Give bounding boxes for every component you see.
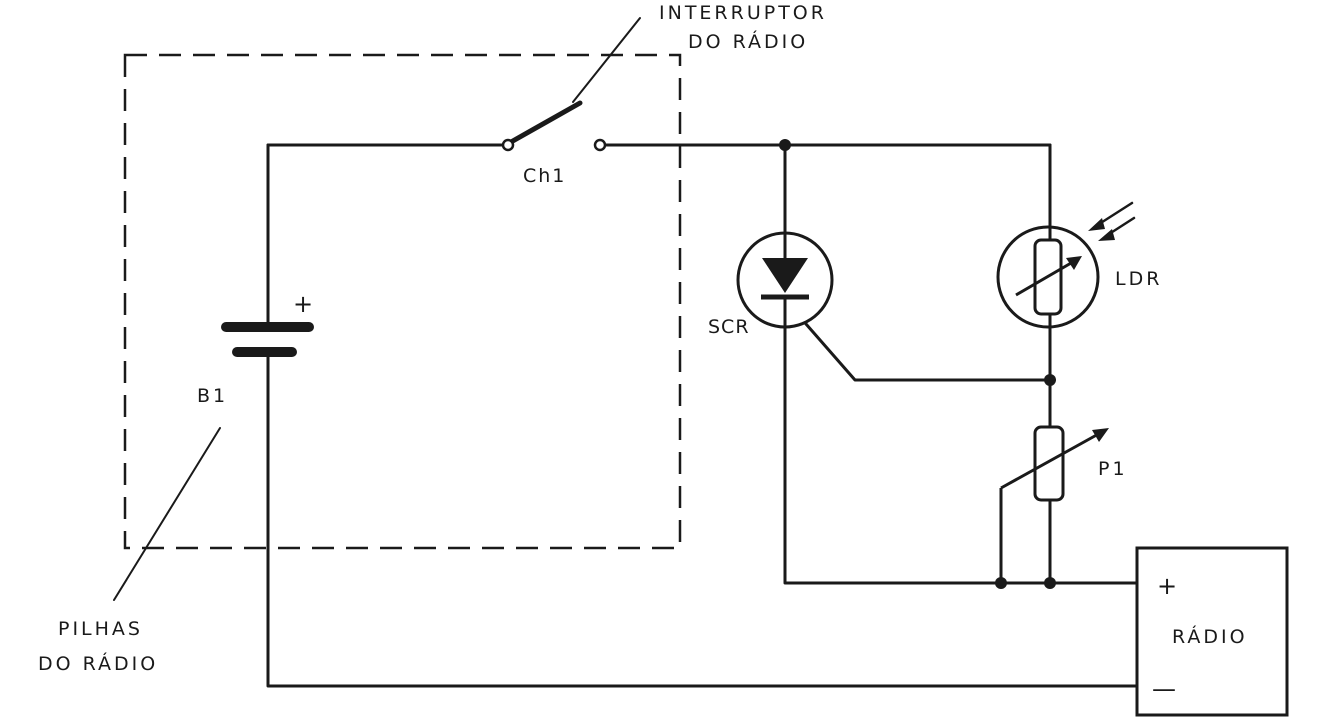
switch-callout-leader bbox=[572, 17, 641, 103]
batteries-callout-leader bbox=[113, 427, 221, 601]
pot-label: P1 bbox=[1098, 458, 1128, 480]
potentiometer-p1 bbox=[999, 425, 1109, 583]
scr-label: SCR bbox=[708, 316, 750, 338]
radio-plus-label: + bbox=[1157, 572, 1177, 600]
battery-label: B1 bbox=[197, 385, 228, 407]
junctions bbox=[779, 139, 1056, 589]
radio-label: RÁDIO bbox=[1172, 625, 1248, 648]
labels: INTERRUPTOR DO RÁDIO Ch1 + B1 PILHAS DO … bbox=[38, 2, 1248, 703]
switch-ch1 bbox=[501, 100, 607, 152]
battery-plus-label: + bbox=[293, 290, 313, 318]
radio-box bbox=[1135, 546, 1289, 717]
battery-enclosure bbox=[123, 53, 682, 550]
wires bbox=[266, 143, 1139, 688]
ldr-symbol bbox=[996, 225, 1100, 329]
switch-callout-line2: DO RÁDIO bbox=[688, 30, 808, 53]
switch-callout-line1: INTERRUPTOR bbox=[659, 2, 827, 24]
batteries-callout-line2: DO RÁDIO bbox=[38, 652, 158, 675]
battery-b1-symbol bbox=[221, 322, 314, 357]
switch-label: Ch1 bbox=[523, 165, 566, 187]
batteries-callout-line1: PILHAS bbox=[58, 618, 143, 640]
ldr-label: LDR bbox=[1115, 268, 1162, 290]
scr-symbol bbox=[736, 231, 834, 329]
radio-minus-label: — bbox=[1152, 675, 1176, 703]
light-rays-icon bbox=[1088, 201, 1136, 241]
